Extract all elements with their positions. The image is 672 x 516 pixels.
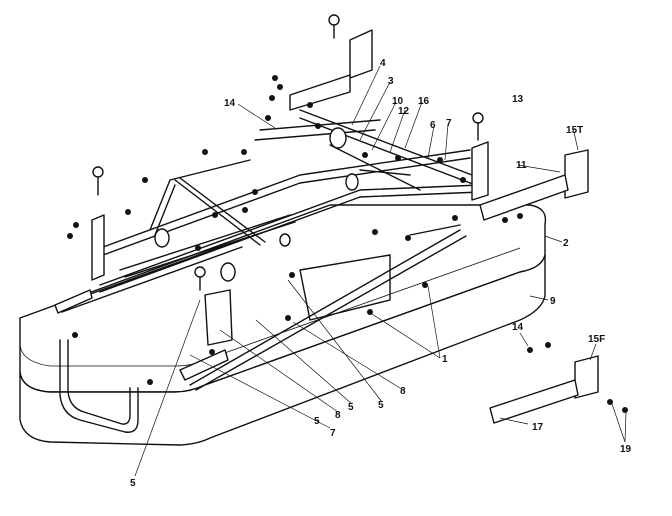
corner-brackets	[54, 29, 599, 424]
callout-8-right: 8	[400, 386, 406, 397]
callout-4: 4	[380, 58, 386, 69]
callout-17: 17	[532, 422, 544, 433]
fasteners	[67, 75, 628, 413]
callout-12: 12	[398, 106, 410, 117]
callout-16: 16	[418, 96, 430, 107]
callout-13: 13	[512, 94, 524, 105]
callout-10: 10	[392, 96, 404, 107]
callout-19: 19	[620, 444, 632, 455]
leader-lines	[134, 65, 627, 477]
pulleys	[154, 127, 359, 282]
callout-5-d: 5	[130, 478, 136, 489]
callout-11: 11	[516, 160, 527, 171]
callout-3: 3	[388, 76, 394, 87]
carry-handle	[59, 339, 139, 433]
callout-labels: 4 3 10 12 16 13 14 6 7 15T 11 2 9 1 8 5 …	[130, 58, 632, 489]
callout-6: 6	[430, 120, 436, 131]
callout-15T: 15T	[566, 125, 583, 136]
callout-7-bottom: 7	[330, 428, 336, 439]
callout-5-a: 5	[378, 400, 384, 411]
callout-15F: 15F	[588, 334, 605, 345]
callout-5-b: 5	[348, 402, 354, 413]
callout-14-top: 14	[224, 98, 236, 109]
callout-1: 1	[442, 354, 448, 365]
callout-8-mid: 8	[335, 410, 341, 421]
callout-5-c: 5	[314, 416, 320, 427]
adjustment-knobs	[92, 14, 484, 291]
callout-9: 9	[550, 296, 556, 307]
callout-7-top: 7	[446, 118, 452, 129]
callout-2: 2	[563, 238, 569, 249]
callout-14-bottom: 14	[512, 322, 524, 333]
